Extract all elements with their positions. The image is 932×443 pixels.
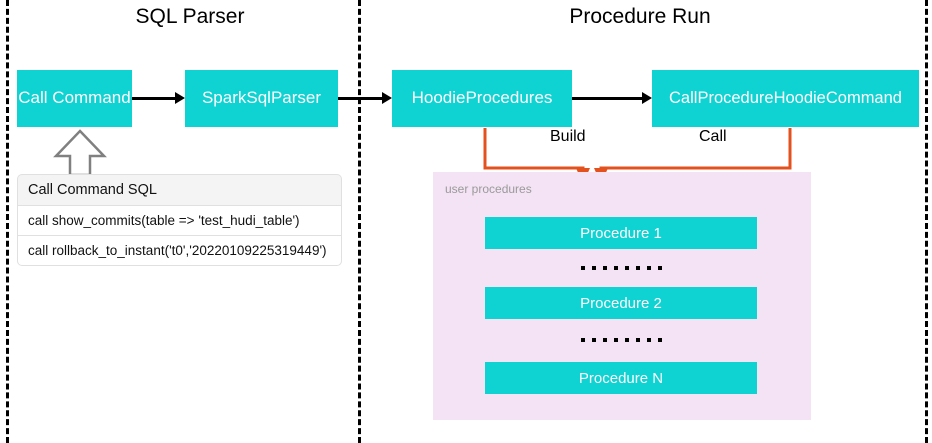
node-call-procedure-hoodie-command: CallProcedureHoodieCommand — [652, 70, 919, 127]
lane-separator-left — [6, 0, 9, 443]
arrow-head-icon — [382, 92, 392, 104]
sql-list-header: Call Command SQL — [17, 174, 342, 206]
sql-list-row: call rollback_to_instant('t0','202201092… — [17, 236, 342, 266]
section-title-procedure-run: Procedure Run — [569, 5, 711, 28]
call-command-sql-list: Call Command SQL call show_commits(table… — [17, 174, 342, 266]
arrow-spark-sql-parser-to-hoodie-procedures — [338, 92, 392, 104]
sql-list-row: call show_commits(table => 'test_hudi_ta… — [17, 206, 342, 236]
procedure-item: Procedure N — [485, 362, 757, 394]
arrow-shaft — [338, 97, 382, 100]
node-spark-sql-parser: SparkSqlParser — [185, 70, 338, 127]
arrow-hoodie-procedures-to-call-procedure-hoodie-command — [572, 92, 652, 104]
arrow-head-icon — [642, 92, 652, 104]
ellipsis-dots — [485, 263, 757, 273]
edge-label-build: Build — [545, 128, 591, 146]
lane-separator-right — [925, 0, 928, 443]
section-title-sql-parser: SQL Parser — [135, 5, 245, 28]
arrow-shaft — [572, 97, 642, 100]
edge-label-call: Call — [694, 128, 732, 146]
ellipsis-dots — [485, 335, 757, 345]
arrow-shaft — [132, 97, 175, 100]
procedure-item: Procedure 2 — [485, 287, 757, 319]
node-hoodie-procedures: HoodieProcedures — [392, 70, 572, 127]
user-procedures-caption: user procedures — [445, 182, 532, 196]
node-call-command: Call Command — [17, 70, 132, 127]
arrow-call-command-to-spark-sql-parser — [132, 92, 185, 104]
procedure-item: Procedure 1 — [485, 217, 757, 249]
lane-separator-middle — [358, 0, 361, 443]
arrow-head-icon — [175, 92, 185, 104]
